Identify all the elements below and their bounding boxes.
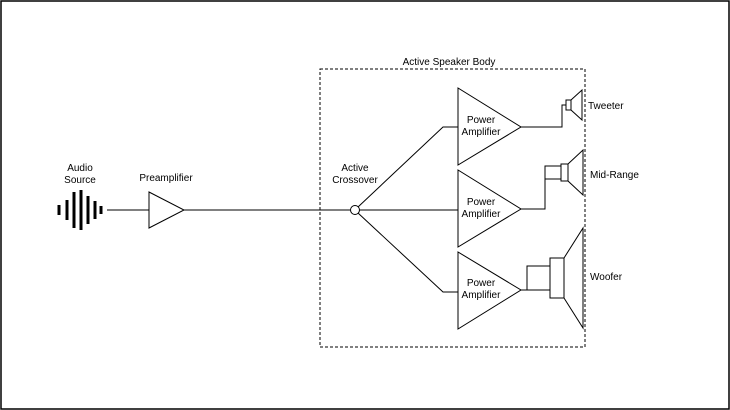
audio-source-label-line2: Source	[64, 175, 96, 186]
wire-amp1-tweeter	[521, 104, 566, 128]
preamplifier-triangle	[148, 191, 186, 229]
wire-crossover-amp3	[357, 212, 458, 293]
power-amplifier-1-triangle	[457, 87, 522, 166]
audio-source-icon	[57, 190, 103, 230]
power-amplifier-1-line1: Power	[467, 115, 496, 126]
preamplifier-label: Preamplifier	[139, 173, 193, 184]
midrange-label: Mid-Range	[590, 170, 639, 181]
power-amplifier-3-triangle	[457, 251, 522, 330]
power-amplifier-2-triangle	[457, 169, 522, 248]
audio-source-label-line1: Audio	[67, 163, 93, 174]
crossover-label-line1: Active	[341, 163, 369, 174]
power-amplifier-3-line2: Amplifier	[462, 290, 502, 301]
speaker-body-box	[319, 68, 586, 348]
woofer-speaker-icon	[526, 226, 584, 330]
wire-amp2-midrange	[521, 173, 546, 210]
power-amplifier-1-line2: Amplifier	[462, 127, 502, 138]
wire-crossover-amp1	[357, 126, 458, 208]
woofer-label: Woofer	[590, 272, 623, 283]
power-amplifier-2-line2: Amplifier	[462, 209, 502, 220]
midrange-speaker-icon	[544, 148, 584, 197]
tweeter-speaker-icon	[565, 88, 583, 122]
speaker-body-label: Active Speaker Body	[403, 57, 496, 68]
crossover-label-line2: Crossover	[332, 175, 378, 186]
power-amplifier-2-line1: Power	[467, 197, 496, 208]
tweeter-label: Tweeter	[588, 101, 624, 112]
power-amplifier-3-line1: Power	[467, 278, 496, 289]
